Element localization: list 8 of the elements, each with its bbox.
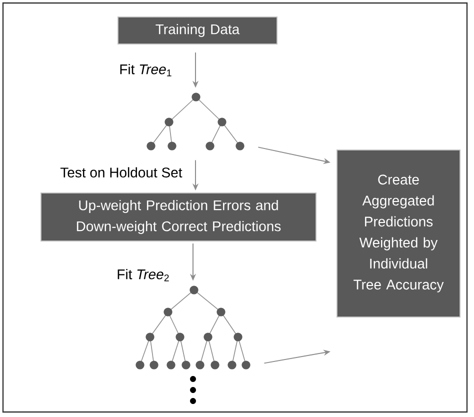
tree-drawing (136, 286, 250, 370)
edge-label: Test on Holdout Set (60, 167, 182, 178)
tree-drawing (146, 92, 244, 150)
process-box: Training Data (118, 16, 278, 44)
process-box: Create Aggregated Predictions Weighted by Individual Tree Accuracy (336, 150, 460, 318)
edge-label: Fit Tree$_{1}$ (120, 64, 172, 76)
edge-label: Fit Tree$_{2}$ (118, 269, 169, 282)
process-box: Up-weight Prediction Errors and Down-weight Correct Predictions (40, 192, 316, 242)
